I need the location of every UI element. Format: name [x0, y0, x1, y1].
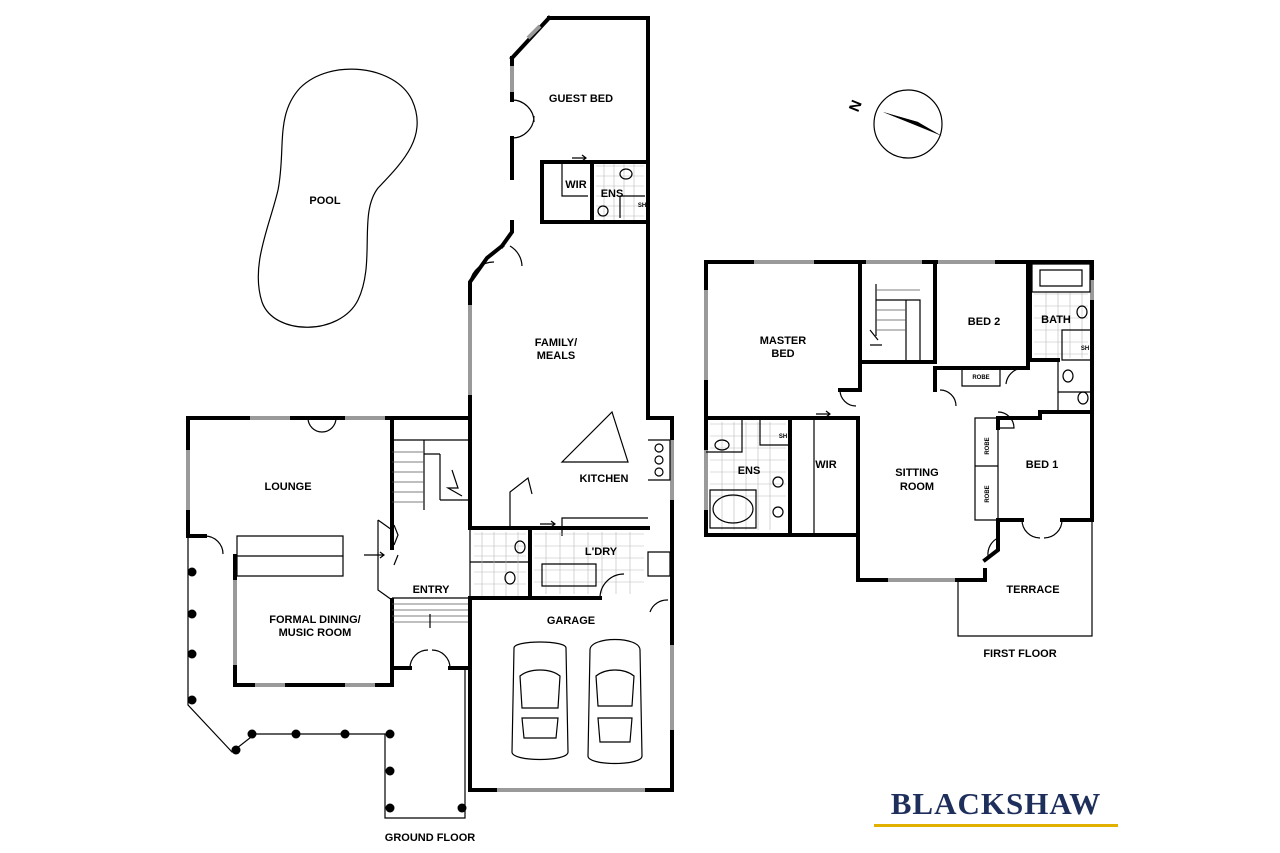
first-floor-title: FIRST FLOOR [983, 648, 1056, 660]
room-labels: GUEST BED WIR ENS SH POOL FAMILY/ MEALS … [264, 93, 1089, 639]
label-kitchen: KITCHEN [580, 473, 629, 485]
label-family-line2: MEALS [537, 350, 576, 362]
label-wir-ground: WIR [565, 179, 586, 191]
car-left [511, 641, 569, 761]
label-bed2: BED 2 [968, 316, 1000, 328]
veranda-posts [187, 567, 467, 813]
car-right [587, 639, 643, 765]
north-label: N [846, 98, 866, 114]
label-lounge: LOUNGE [264, 481, 311, 493]
brand-accent-bar [874, 824, 1118, 827]
label-robe-b: ROBE [985, 485, 991, 502]
ground-floor-title: GROUND FLOOR [385, 832, 475, 844]
brand-logo: BLACKSHAW [890, 786, 1102, 821]
label-terrace: TERRACE [1006, 584, 1059, 596]
label-master-line1: MASTER [760, 335, 807, 347]
label-sitting-line2: ROOM [900, 481, 934, 493]
label-guest-bed: GUEST BED [549, 93, 613, 105]
label-dining-line2: MUSIC ROOM [279, 627, 352, 639]
label-ens-first: ENS [738, 465, 761, 477]
first-floor-plan [704, 260, 1094, 637]
label-ens-ground: ENS [601, 188, 624, 200]
label-bath: BATH [1041, 314, 1071, 326]
label-garage: GARAGE [547, 615, 595, 627]
label-sh-ground: SH [638, 203, 646, 209]
label-sh-bath: SH [1081, 346, 1089, 352]
label-sh-ens-first: SH [779, 434, 787, 440]
label-robe-bed2: ROBE [972, 375, 989, 381]
label-robe-a: ROBE [985, 437, 991, 454]
label-sitting-line1: SITTING [895, 467, 938, 479]
label-dining-line1: FORMAL DINING/ [269, 614, 360, 626]
label-laundry: L'DRY [585, 546, 618, 558]
ground-floor-plan [186, 15, 674, 819]
label-bed1: BED 1 [1026, 459, 1058, 471]
label-pool: POOL [309, 195, 340, 207]
label-master-line2: BED [771, 348, 794, 360]
compass-icon [873, 89, 943, 159]
label-wir-first: WIR [815, 459, 836, 471]
pool-outline [257, 68, 418, 328]
label-family-line1: FAMILY/ [535, 337, 577, 349]
label-entry: ENTRY [413, 584, 451, 596]
